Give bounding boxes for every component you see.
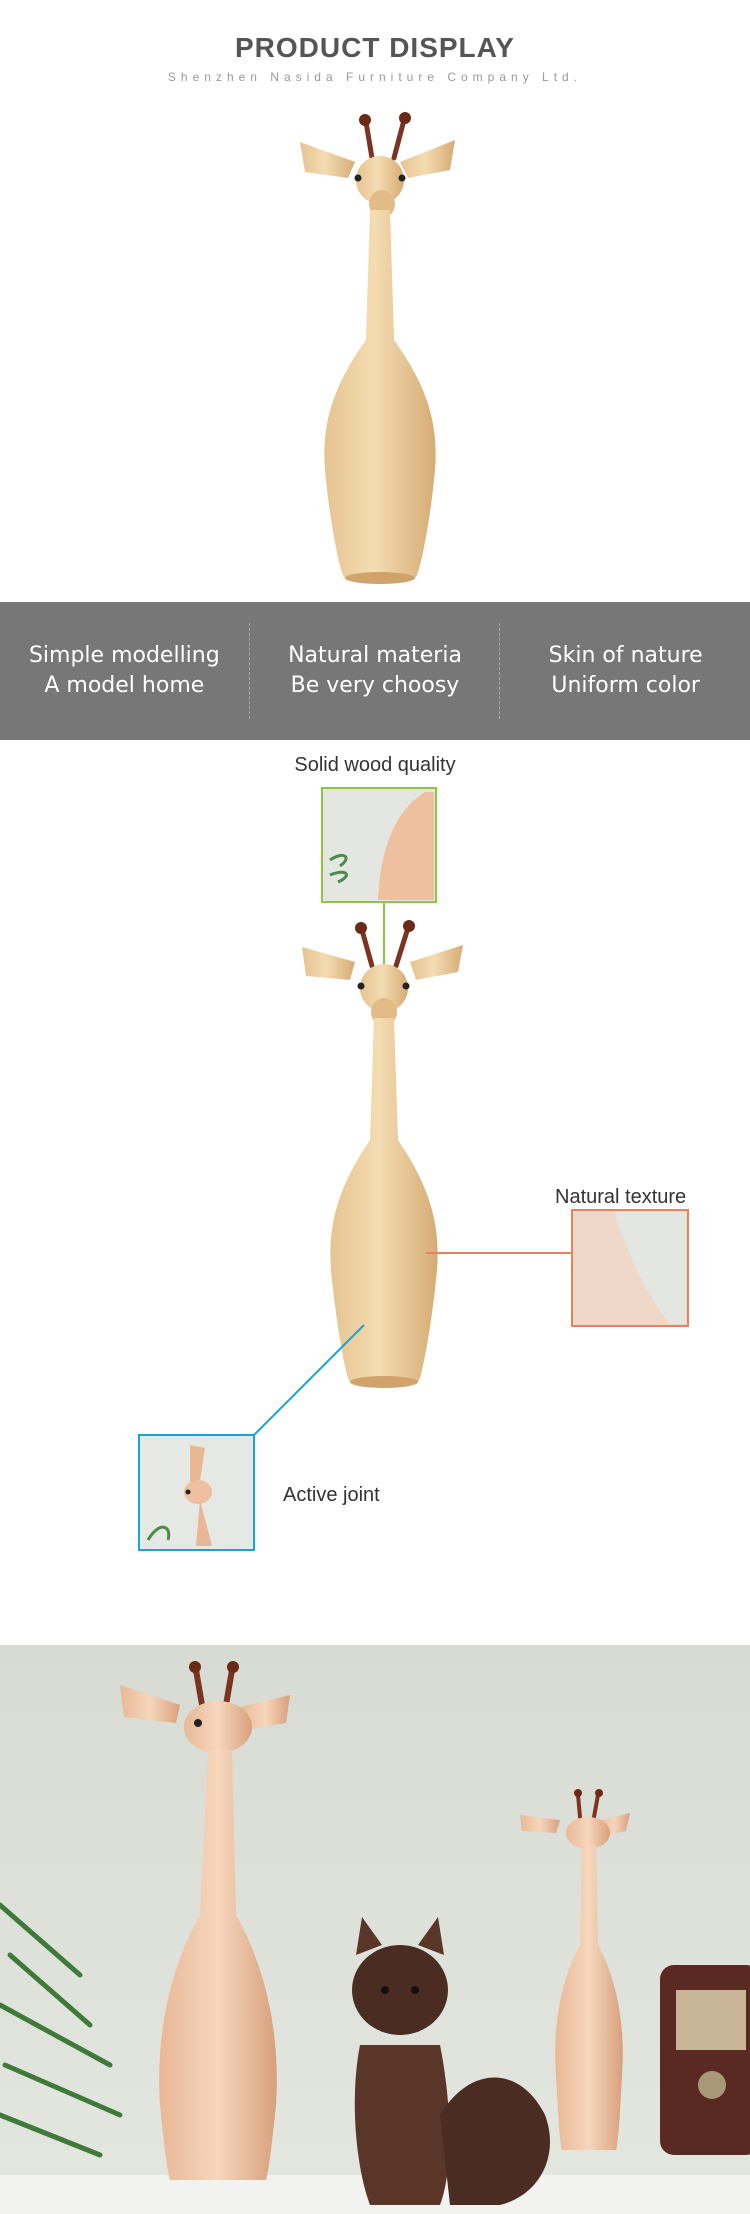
divider (248, 623, 251, 719)
hero-product-image (300, 112, 455, 584)
feature-line-1: Skin of nature (548, 643, 703, 668)
lifestyle-photo (0, 1645, 750, 2214)
feature-line-2: A model home (44, 673, 205, 698)
page-subtitle: Shenzhen Nasida Furniture Company Ltd. (167, 70, 583, 84)
feature-line-1: Simple modelling (28, 643, 220, 668)
feature-band: Simple modelling A model home Natural ma… (0, 602, 750, 740)
divider (499, 623, 501, 719)
callout-label-active-joint: Active joint (283, 1484, 380, 1506)
detail-figure (138, 787, 689, 1551)
feature-line-1: Natural materia (288, 643, 462, 668)
page-header: PRODUCT DISPLAY Shenzhen Nasida Furnitur… (0, 0, 750, 100)
feature-skin-of-nature: Skin of nature Uniform color (501, 641, 750, 701)
feature-natural-material: Natural materia Be very choosy (251, 641, 500, 701)
page-title: PRODUCT DISPLAY (234, 32, 515, 63)
feature-line-2: Be very choosy (290, 673, 460, 698)
feature-line-2: Uniform color (551, 673, 700, 698)
callout-label-natural-texture: Natural texture (555, 1186, 687, 1208)
callout-label-solid-wood: Solid wood quality (294, 754, 456, 776)
feature-simple-modelling: Simple modelling A model home (0, 641, 249, 701)
detail-section: Solid wood quality Natural texture Activ… (0, 740, 750, 1600)
